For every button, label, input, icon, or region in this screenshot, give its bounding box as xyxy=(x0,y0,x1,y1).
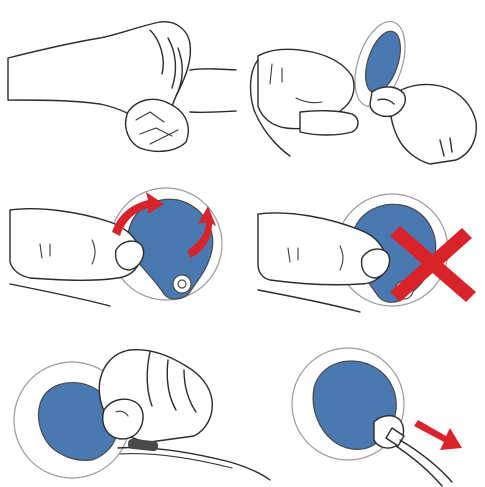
attach-snap-lead-icon xyxy=(14,350,270,480)
peel-electrode-backing-icon xyxy=(251,15,477,164)
panel-2-peel-backing xyxy=(251,15,477,164)
panel-4-do-not-press-center xyxy=(258,194,476,312)
panel-6-lead-direction xyxy=(292,348,462,486)
panel-5-attach-lead xyxy=(14,350,270,480)
hand-wiping-skin-icon xyxy=(8,22,236,152)
pull-lead-direction-icon xyxy=(292,348,462,486)
press-electrode-edge-icon xyxy=(10,188,222,306)
electrode-snap xyxy=(173,275,191,293)
panel-3-press-edges xyxy=(10,188,222,306)
pull-direction-arrow-icon xyxy=(414,420,462,450)
panel-1-wipe-skin xyxy=(8,22,236,152)
do-not-press-center-icon xyxy=(258,194,476,312)
